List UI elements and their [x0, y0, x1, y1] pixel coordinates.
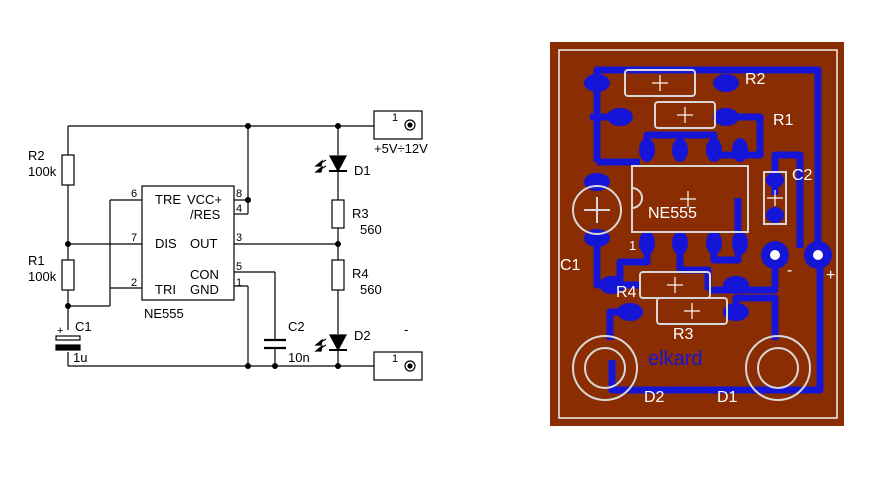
- r2-name: R2: [28, 148, 45, 163]
- r1-footprint: [654, 101, 716, 129]
- ne555-ic-body: [141, 185, 235, 301]
- schematic-labels: R2 100k R1 100k C1 + 1u C2 10n D1 R3 560…: [28, 112, 428, 365]
- pcb-label-r3: R3: [673, 326, 694, 343]
- r4-value: 560: [360, 282, 382, 297]
- pcb-label-ic: NE555: [648, 205, 697, 222]
- pin-number-5: 5: [236, 261, 242, 273]
- pcb-crosshairs: [652, 75, 783, 319]
- r1-resistor-symbol: [61, 259, 75, 291]
- d2-led-symbol: [314, 334, 347, 352]
- c2-footprint: [763, 171, 787, 225]
- r2-resistor-symbol: [61, 154, 75, 186]
- r3-footprint: [656, 297, 728, 325]
- ground-label: -: [404, 322, 408, 337]
- pin-number-4: 4: [236, 203, 242, 215]
- pcb-label-minus: -: [787, 262, 792, 279]
- pcb-label-d1: D1: [717, 389, 738, 406]
- d2-footprint: [572, 335, 638, 401]
- pcb-board: R2 R1 C2 NE555 C1 R4 R3 elkard D2 D1 - +…: [550, 42, 844, 426]
- c1-polarity: +: [57, 325, 63, 337]
- pcb-label-r1: R1: [773, 112, 794, 129]
- ic-pin-tri: TRI: [155, 282, 176, 297]
- c2-name: C2: [288, 319, 305, 334]
- pin-number-7: 7: [131, 232, 137, 244]
- pcb-label-r2: R2: [745, 71, 766, 88]
- c2-capacitor-symbol: [264, 338, 286, 350]
- r3-value: 560: [360, 222, 382, 237]
- pcb-label-r4: R4: [616, 284, 637, 301]
- supply-voltage-label: +5V÷12V: [374, 141, 428, 156]
- pcb-pads: [584, 74, 784, 321]
- connector-bottom-pin: 1: [392, 353, 398, 365]
- c1-name: C1: [75, 319, 92, 334]
- r4-name: R4: [352, 266, 369, 281]
- d2-name: D2: [354, 328, 371, 343]
- r2-footprint: [624, 69, 696, 97]
- connector-bottom: [373, 351, 423, 381]
- pin-number-2: 2: [131, 277, 137, 289]
- r3-name: R3: [352, 206, 369, 221]
- ic-pin-gnd: GND: [190, 282, 219, 297]
- connector-top: [373, 110, 423, 140]
- pcb-label-plus: +: [826, 267, 835, 284]
- r4-resistor-symbol: [331, 259, 345, 291]
- pin-number-6: 6: [131, 188, 137, 200]
- ic-pin-res: /RES: [190, 207, 221, 222]
- d1-led-symbol: [314, 155, 347, 173]
- r3-resistor-symbol: [331, 199, 345, 229]
- schematic: [55, 110, 423, 381]
- pcb-brand-label: elkard: [648, 348, 702, 370]
- ic-notch: [631, 187, 643, 209]
- pcb-frame: [558, 49, 838, 419]
- c1-footprint: [572, 185, 622, 235]
- pin-number-1: 1: [236, 277, 242, 289]
- c1-value: 1u: [73, 350, 87, 365]
- pcb-connector-pads: [761, 241, 832, 269]
- pcb-label-pin-one: 1: [629, 238, 636, 253]
- ic-pin-tre: TRE: [155, 192, 181, 207]
- pcb-labels: R2 R1 C2 NE555 C1 R4 R3 elkard D2 D1 - +…: [560, 71, 835, 406]
- ic-pin-con: CON: [190, 267, 219, 282]
- ic-pin-out: OUT: [190, 236, 218, 251]
- pcb-label-d2: D2: [644, 389, 665, 406]
- ic-name: NE555: [144, 306, 184, 321]
- d1-name: D1: [354, 163, 371, 178]
- wires: [67, 125, 374, 367]
- pcb-silkscreen: [572, 69, 811, 401]
- d1-footprint-inner: [757, 347, 799, 389]
- r1-value: 100k: [28, 269, 57, 284]
- pin-number-8: 8: [236, 188, 242, 200]
- ic-footprint: [631, 165, 749, 233]
- pin-number-3: 3: [236, 232, 242, 244]
- junction-dots: [65, 123, 341, 369]
- pcb-label-c1: C1: [560, 257, 581, 274]
- r1-name: R1: [28, 253, 45, 268]
- ic-pin-dis: DIS: [155, 236, 177, 251]
- ic-pin-vcc: VCC+: [187, 192, 222, 207]
- connector-top-pin: 1: [392, 112, 398, 124]
- c2-value: 10n: [288, 350, 310, 365]
- d1-footprint: [745, 335, 811, 401]
- d2-footprint-inner: [584, 347, 626, 389]
- c1-capacitor-symbol: [55, 335, 81, 351]
- pcb-label-c2: C2: [792, 167, 813, 184]
- r2-value: 100k: [28, 164, 57, 179]
